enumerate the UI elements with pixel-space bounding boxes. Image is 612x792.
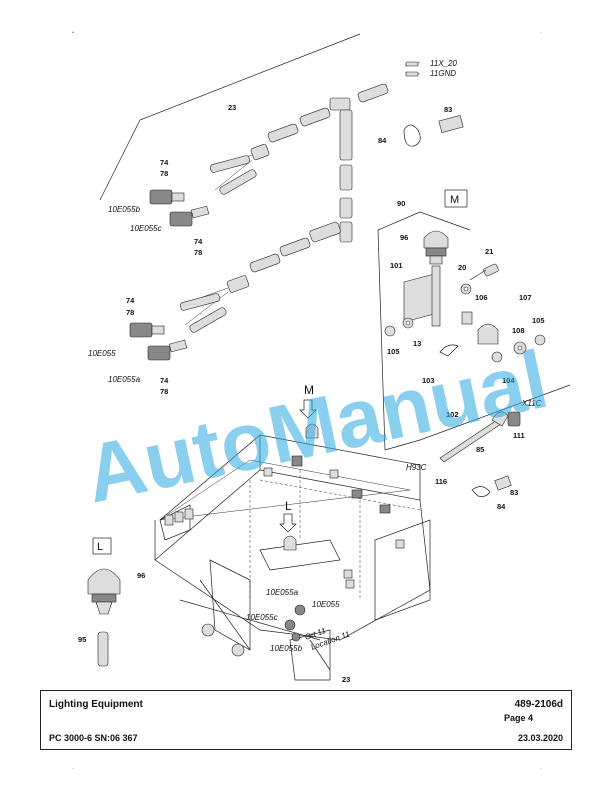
machine-10e055a: 10E055a	[266, 588, 299, 597]
callout-95: 95	[78, 635, 86, 644]
callout-83-top: 83	[444, 105, 452, 114]
wiring-harness-lower	[129, 221, 341, 361]
harness-frame	[99, 33, 361, 201]
svg-text:·: ·	[72, 766, 74, 772]
callout-h93c: H93C	[406, 463, 427, 472]
callout-23-top: 23	[228, 103, 236, 112]
lamp-cable-assembly	[384, 384, 571, 497]
document-number: 489-2106d	[514, 699, 563, 710]
callout-84-top: 84	[378, 136, 387, 145]
watermark-text: AutoManual	[78, 334, 556, 521]
callout-74-c: 74	[126, 296, 135, 305]
view-l-box	[92, 537, 112, 555]
callout-74-a: 74	[160, 158, 169, 167]
machine-model: PC 3000-6 SN:06 367	[49, 733, 138, 743]
callout-85: 85	[476, 445, 484, 454]
callout-105: 105	[532, 316, 545, 325]
machine-10e055: 10E055	[312, 600, 340, 609]
callout-13: 13	[413, 339, 421, 348]
view-l-assembly	[87, 537, 121, 667]
document-date: 23.03.2020	[517, 733, 563, 743]
callout-106: 106	[475, 293, 488, 302]
callout-96-l: 96	[137, 571, 145, 580]
callout-111: 111	[513, 431, 525, 440]
callout-11x20: 11X_20	[430, 59, 458, 68]
callout-74-d: 74	[160, 376, 169, 385]
machine-10e055c: 10E055c	[246, 613, 278, 622]
svg-text:·: ·	[72, 30, 74, 36]
callout-105-b: 105	[387, 347, 400, 356]
callout-78-a: 78	[160, 169, 168, 178]
callout-96-m: 96	[400, 233, 408, 242]
svg-text:·: ·	[540, 30, 542, 36]
view-m-label: M	[450, 194, 459, 206]
callout-10e055c: 10E055c	[130, 224, 162, 233]
wiring-harness-upper	[149, 61, 421, 243]
cable-clip-top	[403, 114, 464, 147]
machine-10e055b: 10E055b	[270, 644, 303, 653]
title-block: Lighting Equipment 489-2106d Page 4 PC 3…	[40, 690, 572, 750]
callout-78-b: 78	[194, 248, 202, 257]
callout-90: 90	[397, 199, 405, 208]
callout-103: 103	[422, 376, 435, 385]
machine-structure	[154, 399, 431, 681]
view-l-label: L	[97, 541, 103, 553]
svg-text:·: ·	[540, 766, 542, 772]
callout-10e055a: 10E055a	[108, 375, 141, 384]
callout-104: 104	[502, 376, 515, 385]
callout-11gnd: 11GND	[430, 69, 456, 78]
callout-10e055: 10E055	[88, 349, 116, 358]
view-m-box	[444, 189, 468, 208]
view-m-assembly	[377, 189, 546, 451]
arrow-l-label: L	[285, 499, 292, 513]
callout-x11c: X11C	[521, 399, 542, 408]
callout-107: 107	[519, 293, 532, 302]
callout-21: 21	[485, 247, 493, 256]
callout-78-d: 78	[160, 387, 168, 396]
callout-116: 116	[435, 477, 447, 486]
callout-78-c: 78	[126, 308, 134, 317]
callout-74-b: 74	[194, 237, 203, 246]
page-number: Page 4	[503, 713, 533, 723]
callout-108: 108	[512, 326, 525, 335]
callout-10e055b: 10E055b	[108, 205, 141, 214]
document-title: Lighting Equipment	[49, 699, 143, 710]
callout-84-b: 84	[497, 502, 506, 511]
callout-83-b: 83	[510, 488, 518, 497]
callout-23-bottom: 23	[342, 675, 350, 684]
callout-101: 101	[390, 261, 403, 270]
callout-102: 102	[446, 410, 459, 419]
callout-20: 20	[458, 263, 466, 272]
arrow-m-label: M	[304, 383, 314, 397]
